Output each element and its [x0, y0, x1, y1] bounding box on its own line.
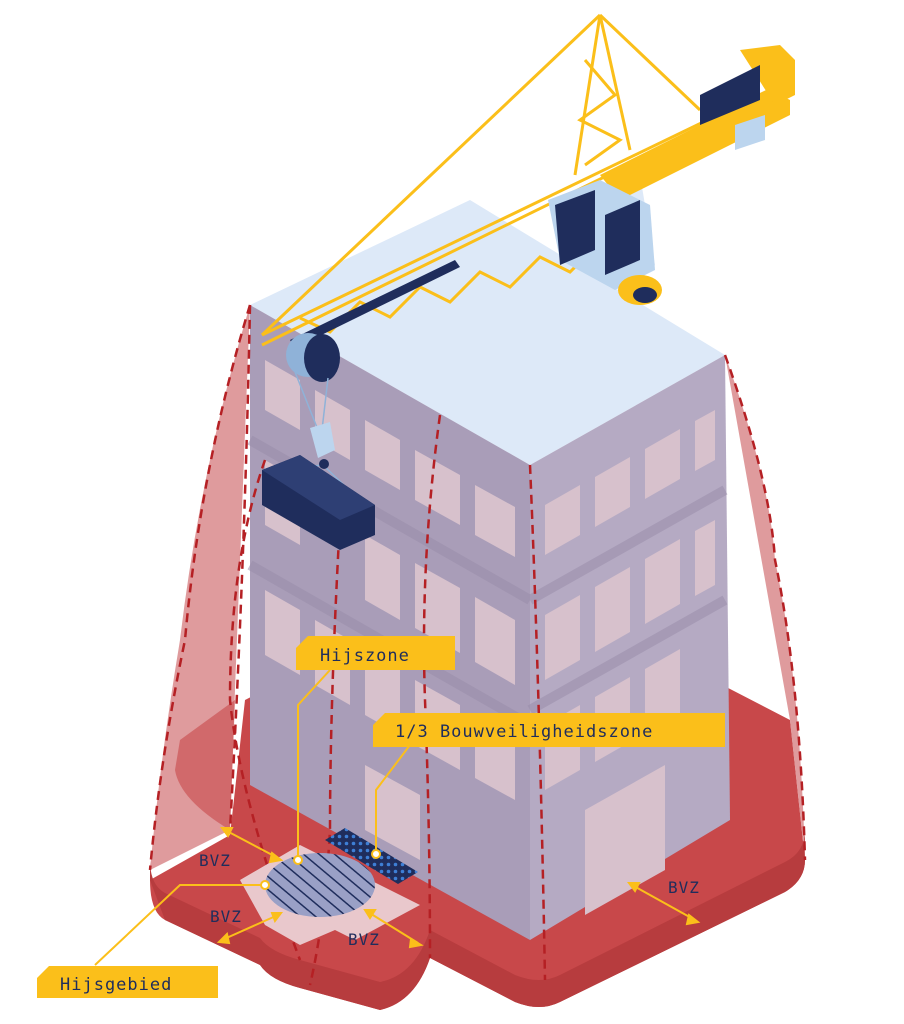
- crane-cab-window: [555, 190, 595, 265]
- label-bvz-center: BVZ: [348, 930, 380, 949]
- safety-envelope: [150, 305, 805, 870]
- label-hijszone: Hijszone: [296, 636, 455, 670]
- envelope-outline: [148, 304, 807, 986]
- label-bvz-right: BVZ: [668, 878, 700, 897]
- label-bvz-left-top: BVZ: [199, 851, 231, 870]
- crane-hook: [310, 422, 335, 458]
- counterweight: [700, 65, 760, 125]
- label-hijsgebied: Hijsgebied: [37, 966, 218, 998]
- bvz-arrows: [216, 827, 701, 949]
- svg-text:1/3 Bouwveiligheidszone: 1/3 Bouwveiligheidszone: [395, 722, 653, 742]
- callout-leaders: [94, 669, 411, 966]
- svg-text:Hijszone: Hijszone: [320, 646, 410, 666]
- building-roof: [250, 200, 725, 465]
- hijszone-circle: [265, 853, 375, 917]
- callout-dots: [260, 849, 381, 890]
- svg-text:Hijsgebied: Hijsgebied: [60, 975, 172, 995]
- label-bouwveiligheidszone: 1/3 Bouwveiligheidszone: [373, 713, 725, 747]
- label-bvz-left-bottom: BVZ: [210, 907, 242, 926]
- hijsgebied-area: [240, 828, 420, 945]
- tower-crane: [260, 13, 795, 550]
